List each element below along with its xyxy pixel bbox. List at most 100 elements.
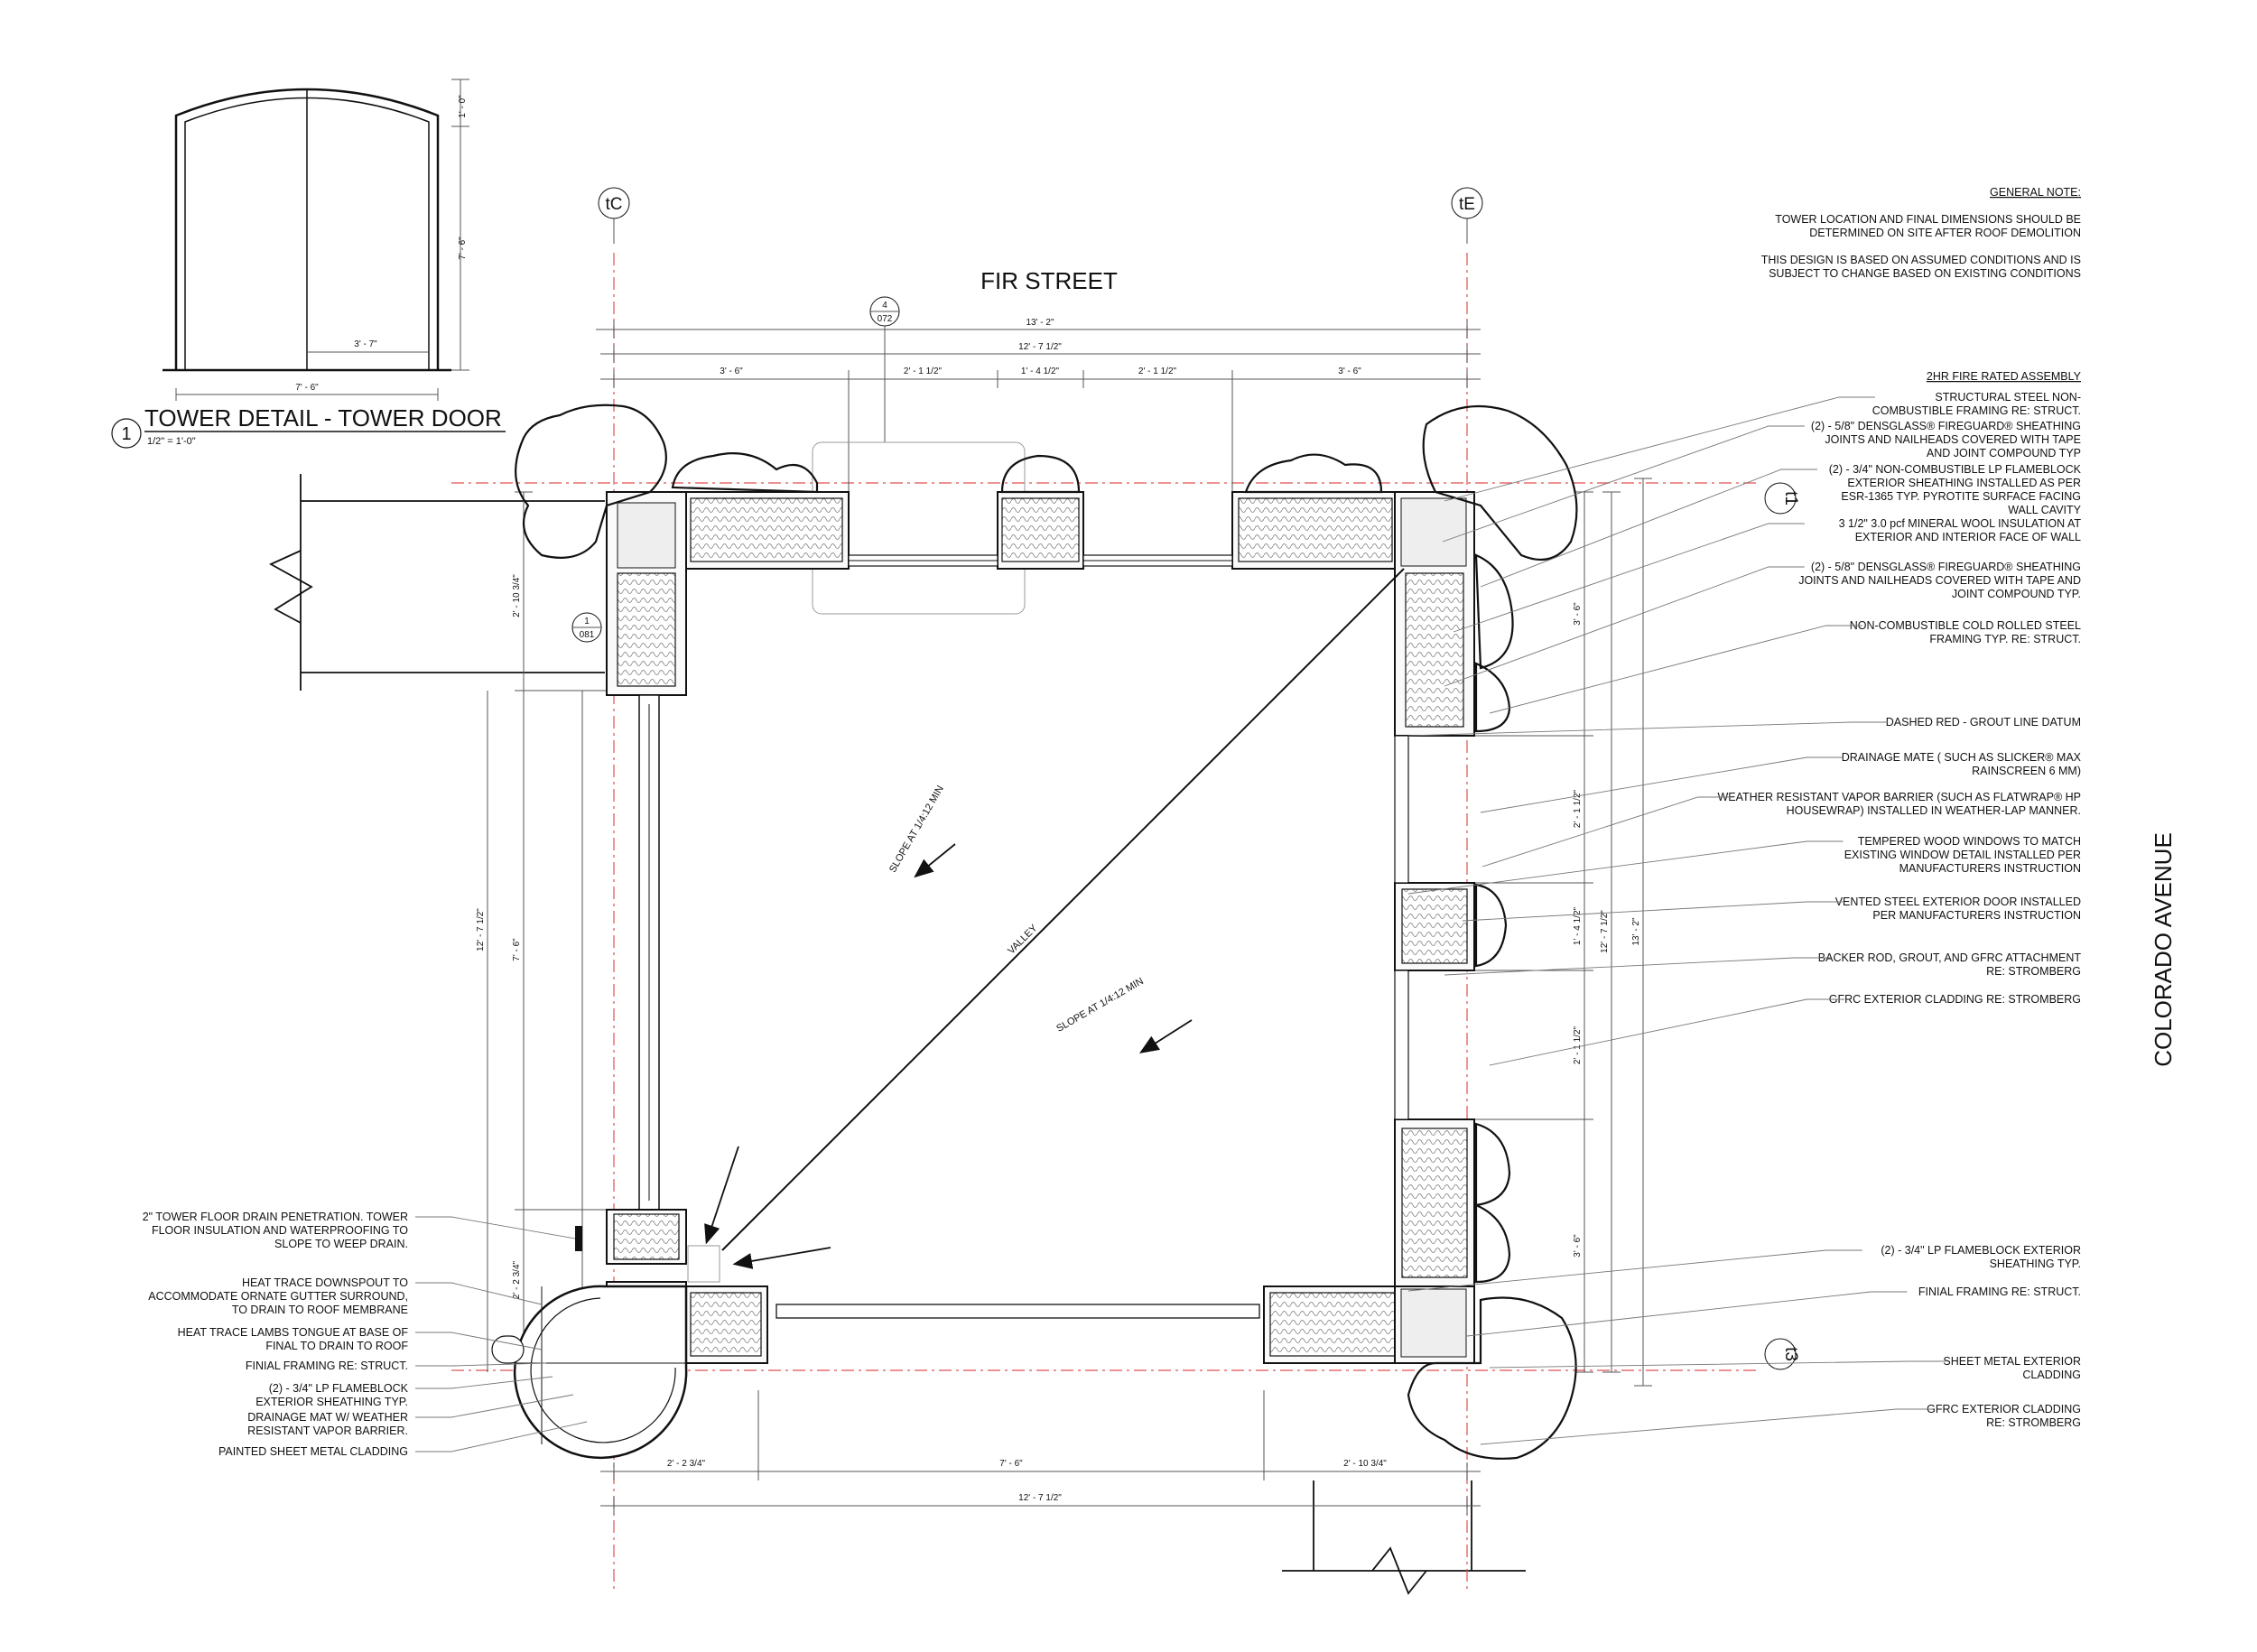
dim-right-seg-3: 1' - 4 1/2" <box>1573 906 1583 945</box>
assembly-note-line: AND JOINT COMPOUND TYP <box>1927 447 2081 459</box>
left-note-line: FLOOR INSULATION AND WATERPROOFING TO <box>152 1224 408 1237</box>
assembly-note: GFRC EXTERIOR CLADDING RE: STROMBERG <box>1489 993 2081 1066</box>
dim-right-seg-2: 2' - 1 1/2" <box>1573 789 1583 828</box>
street-label-north: FIR STREET <box>980 267 1118 294</box>
window-right-upper <box>1394 735 1409 884</box>
leader-line <box>1453 523 1805 633</box>
valley-line <box>721 568 1405 1251</box>
assembly-heading: 2HR FIRE RATED ASSEMBLY <box>1927 370 2082 383</box>
leader-line <box>1489 1360 1946 1369</box>
dim-bottom-seg-3: 2' - 10 3/4" <box>1343 1459 1387 1469</box>
assembly-note-line: RAINSCREEN 6 MM) <box>1972 765 2081 777</box>
general-note-heading: GENERAL NOTE: <box>1990 186 2081 199</box>
dim-right-seg-5: 3' - 6" <box>1573 1234 1583 1258</box>
left-note-line: TO DRAIN TO ROOF MEMBRANE <box>232 1304 408 1316</box>
dim-left-overall: 12' - 7 1/2" <box>476 908 486 951</box>
assembly-note-line: MANUFACTURERS INSTRUCTION <box>1899 862 2081 875</box>
leader-line <box>1466 1291 1908 1337</box>
svg-text:t3: t3 <box>1781 1347 1800 1361</box>
left-note-line: PAINTED SHEET METAL CLADDING <box>218 1445 408 1458</box>
assembly-note-line: CLADDING <box>2022 1369 2081 1381</box>
existing-wall-break-bottom <box>1282 1480 1526 1595</box>
door-dim-main: 7' - 6" <box>458 237 468 260</box>
slope-arrow-2 <box>1138 1019 1193 1053</box>
detail-scale: 1/2" = 1'-0" <box>147 436 196 447</box>
leader-line <box>1444 396 1875 502</box>
assembly-note: DRAINAGE MATE ( SUCH AS SLICKER® MAXRAIN… <box>1480 751 2082 813</box>
dim-right-overall: 13' - 2" <box>1631 917 1641 945</box>
cladding-e-3 <box>1474 883 1508 968</box>
leader-line <box>1407 721 1889 737</box>
cladding-e-5 <box>1474 1203 1511 1284</box>
slope-label-2: SLOPE AT 1/4:12 MIN <box>1054 976 1145 1035</box>
assembly-note: (2) - 5/8" DENSGLASS® FIREGUARD® SHEATHI… <box>1442 420 2081 543</box>
assembly-note-line: STRUCTURAL STEEL NON- <box>1935 391 2081 404</box>
cladding-e-2 <box>1474 662 1511 733</box>
assembly-note-line: VENTED STEEL EXTERIOR DOOR INSTALLED <box>1835 896 2081 908</box>
leader-line <box>1462 901 1844 922</box>
dim-left-lower: 2' - 2 3/4" <box>512 1260 522 1299</box>
assembly-note: DASHED RED - GROUT LINE DATUM <box>1407 716 2081 737</box>
assembly-note-line: RE: STROMBERG <box>1986 1416 2081 1429</box>
door-dim-width: 7' - 6" <box>295 383 319 393</box>
grid-bubble-t1: t1 <box>1764 482 1800 515</box>
window-top-left <box>848 554 998 567</box>
dim-top-seg-5: 3' - 6" <box>1338 367 1361 376</box>
left-note-line: ACCOMMODATE ORNATE GUTTER SURROUND, <box>148 1290 408 1303</box>
assembly-note-line: JOINTS AND NAILHEADS COVERED WITH TAPE <box>1825 433 2081 446</box>
drain-arrow-1 <box>704 1146 739 1245</box>
existing-wall-break-left <box>269 474 605 691</box>
tower-plan: SLOPE AT 1/4:12 MIN SLOPE AT 1/4:12 MIN … <box>491 404 1578 1460</box>
general-note: GENERAL NOTE: TOWER LOCATION AND FINAL D… <box>1761 186 2081 280</box>
assembly-note: FINIAL FRAMING RE: STRUCT. <box>1466 1285 2081 1337</box>
dim-top-inner: 12' - 7 1/2" <box>1018 342 1062 352</box>
dim-bottom-overall: 12' - 7 1/2" <box>1018 1493 1062 1503</box>
assembly-note-line: SHEET METAL EXTERIOR <box>1943 1355 2081 1368</box>
assembly-note-line: JOINT COMPOUND TYP. <box>1952 588 2081 600</box>
leader-line <box>1407 1249 1862 1292</box>
door-bottom-opening <box>776 1304 1260 1319</box>
left-note-line: FINAL TO DRAIN TO ROOF <box>265 1340 408 1352</box>
dim-left-middle: 7' - 6" <box>512 938 522 961</box>
assembly-note-line: PER MANUFACTURERS INSTRUCTION <box>1872 909 2081 922</box>
leader-line <box>415 1332 543 1350</box>
section-callout-num: 4 <box>882 301 887 311</box>
assembly-note-line: FINIAL FRAMING RE: STRUCT. <box>1918 1285 2081 1298</box>
general-note-line: SUBJECT TO CHANGE BASED ON EXISTING COND… <box>1769 267 2081 280</box>
cladding-n-2 <box>1000 454 1081 494</box>
left-note-line: RESISTANT VAPOR BARRIER. <box>247 1425 408 1437</box>
dim-right-inner: 12' - 7 1/2" <box>1600 910 1610 953</box>
left-note-line: HEAT TRACE DOWNSPOUT TO <box>242 1276 408 1289</box>
assembly-note-line: EXISTING WINDOW DETAIL INSTALLED PER <box>1844 849 2081 861</box>
detail-callout-sheet: 081 <box>580 630 595 640</box>
dim-top-overall: 13' - 2" <box>1026 318 1054 328</box>
left-note: FINIAL FRAMING RE: STRUCT. <box>246 1360 547 1372</box>
detail-callout-num: 1 <box>584 617 590 626</box>
leader-line <box>415 1376 553 1389</box>
detail-callout[interactable]: 1 081 <box>571 612 602 643</box>
left-note: 2" TOWER FLOOR DRAIN PENETRATION. TOWERF… <box>143 1211 576 1250</box>
leader-line <box>1407 840 1844 895</box>
detail-title: TOWER DETAIL - TOWER DOOR <box>144 404 502 432</box>
door-dim-top: 1' - 0" <box>458 95 468 118</box>
dim-top-seg-4: 2' - 1 1/2" <box>1138 367 1177 376</box>
dim-top-seg-3: 1' - 4 1/2" <box>1021 367 1060 376</box>
tower-door-detail: 1' - 0" 7' - 6" 3' - 7" 7' - 6" 1 TOWER … <box>111 79 506 449</box>
assembly-note: WEATHER RESISTANT VAPOR BARRIER (SUCH AS… <box>1481 791 2081 868</box>
left-note-line: 2" TOWER FLOOR DRAIN PENETRATION. TOWER <box>143 1211 408 1223</box>
leader-line <box>1489 998 1844 1066</box>
assembly-note: VENTED STEEL EXTERIOR DOOR INSTALLEDPER … <box>1462 896 2081 922</box>
cladding-ne-corner <box>1422 404 1578 561</box>
assembly-note-line: HOUSEWRAP) INSTALLED IN WEATHER-LAP MANN… <box>1787 804 2081 817</box>
assembly-note-line: 3 1/2" 3.0 pcf MINERAL WOOL INSULATION A… <box>1839 517 2082 530</box>
dim-bottom-seg-1: 2' - 2 3/4" <box>667 1459 706 1469</box>
slope-arrow-1 <box>914 843 956 878</box>
top-dimensions: 13' - 2" 12' - 7 1/2" 3' - 6" 2' - 1 1/2… <box>596 318 1481 506</box>
assembly-note-line: JOINTS AND NAILHEADS COVERED WITH TAPE A… <box>1798 574 2081 587</box>
cladding-n-3 <box>1244 453 1383 494</box>
door-dim-leaf: 3' - 7" <box>354 339 377 349</box>
leader-line <box>1444 957 1831 976</box>
grid-bubble-tE: tE <box>1451 187 1483 219</box>
